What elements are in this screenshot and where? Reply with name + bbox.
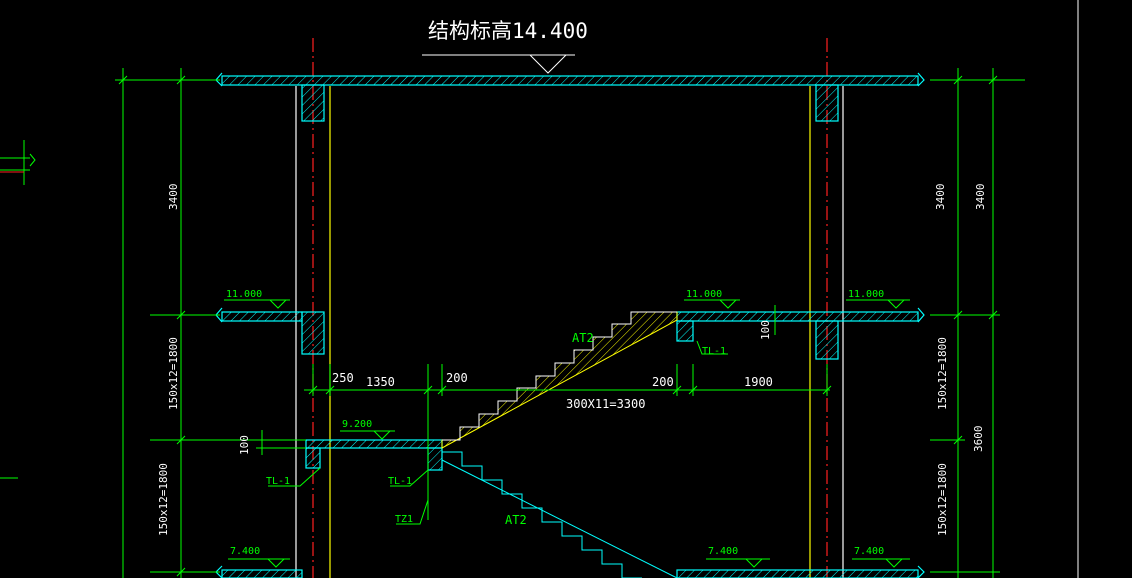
label-at2-upper: AT2 — [572, 331, 594, 345]
dim-right-upper-outer: 3400 — [974, 184, 987, 211]
left-dimension-lines — [115, 68, 306, 578]
dim-200-right: 200 — [652, 375, 674, 389]
elevation-top-left: 11.000 — [226, 289, 262, 300]
dim-slab-landing: 100 — [238, 435, 251, 455]
landing-slab — [305, 439, 443, 471]
elevation-bottom-right: 7.400 — [854, 546, 884, 557]
dim-1900: 1900 — [744, 375, 773, 389]
horizontal-dimension-chain — [304, 364, 832, 520]
dim-250: 250 — [332, 371, 354, 385]
dim-left-lower: 150x12=1800 — [157, 463, 170, 536]
leader-lines — [268, 340, 728, 525]
dim-right-upper-inner: 3400 — [934, 184, 947, 211]
dim-left-upper: 3400 — [167, 184, 180, 211]
label-tz1: TZ1 — [395, 514, 413, 525]
elevation-landing: 9.200 — [342, 419, 372, 430]
label-tl1-left: TL-1 — [266, 476, 290, 487]
elevation-bottom-left: 7.400 — [230, 546, 260, 557]
dim-left-mid: 150x12=1800 — [167, 337, 180, 410]
dim-right-mid-outer: 3600 — [972, 426, 985, 453]
dim-run: 300X11=3300 — [566, 397, 645, 411]
elevation-markers — [224, 299, 910, 568]
lower-flight-at2 — [441, 451, 678, 578]
axis-lines — [312, 38, 828, 578]
label-tl1-right: TL-1 — [702, 346, 726, 357]
dim-right-mid-inner: 150x12=1800 — [936, 337, 949, 410]
elevation-top-mid: 11.000 — [686, 289, 722, 300]
roof-slab — [215, 72, 925, 122]
title-elevation-marker — [422, 54, 575, 74]
elevation-top-right: 11.000 — [848, 289, 884, 300]
dim-200-left: 200 — [446, 371, 468, 385]
drawing-title: 结构标高14.400 — [428, 19, 588, 43]
floor-slab-11000 — [215, 307, 925, 360]
walls — [295, 86, 844, 578]
upper-flight-at2 — [441, 311, 678, 449]
dim-slab-upper: 100 — [759, 320, 772, 340]
elevation-bottom-mid: 7.400 — [708, 546, 738, 557]
right-dimension-lines — [774, 68, 1025, 578]
label-at2-lower: AT2 — [505, 513, 527, 527]
left-edge-fragment — [0, 140, 36, 479]
dim-1350: 1350 — [366, 375, 395, 389]
dim-right-lower-inner: 150x12=1800 — [936, 463, 949, 536]
label-tl1-mid: TL-1 — [388, 476, 412, 487]
floor-slab-7400 — [215, 565, 925, 578]
